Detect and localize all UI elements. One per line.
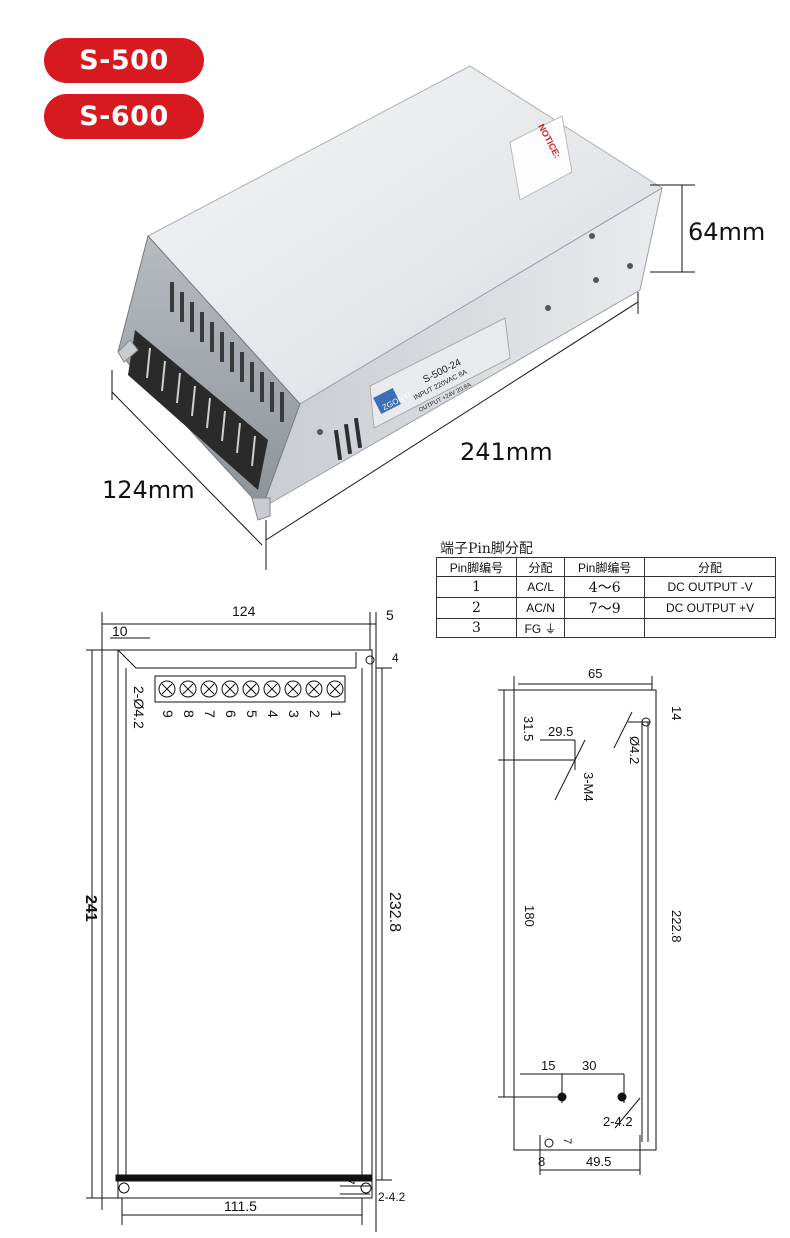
fv-terminal-9: 9 xyxy=(160,710,176,718)
fv-inner-height: 232.8 xyxy=(386,892,403,932)
table-header: Pin脚编号 xyxy=(436,557,517,577)
sv-mid-height: 180 xyxy=(522,905,537,927)
sv-top-right: 14 xyxy=(669,706,684,720)
table-cell: 4〜6 xyxy=(564,576,646,598)
sv-b-small: 7 xyxy=(561,1138,573,1144)
dim-height-label: 64mm xyxy=(688,218,766,246)
fv-terminal-1: 1 xyxy=(328,710,344,718)
table-cell: FG ⏚ xyxy=(515,618,566,638)
table-cell: 1 xyxy=(436,576,517,598)
dim-width-label: 124mm xyxy=(102,476,195,504)
sv-screw: 3-M4 xyxy=(581,772,596,802)
photo-dimension-lines xyxy=(111,184,695,570)
fv-mount-hole: 2-Ø4.2 xyxy=(131,686,147,729)
table-cell xyxy=(564,618,646,638)
sv-b-hole: 2-4.2 xyxy=(603,1114,633,1129)
table-cell: AC/L xyxy=(515,576,566,598)
table-cell: 3 xyxy=(436,618,517,638)
fv-right-offset: 5 xyxy=(386,607,394,623)
table-cell: DC OUTPUT +V xyxy=(644,597,776,619)
sv-total-height: 222.8 xyxy=(669,910,684,943)
dim-length-label: 241mm xyxy=(460,438,553,466)
table-row: 2 AC/N 7〜9 DC OUTPUT +V xyxy=(436,597,776,619)
table-row: 3 FG ⏚ xyxy=(436,618,776,638)
fv-left-offset: 10 xyxy=(112,623,128,639)
notice-sticker: NOTICE: xyxy=(509,115,573,201)
fv-top-width: 124 xyxy=(232,603,256,619)
fv-terminal-2: 2 xyxy=(307,710,323,718)
pin-assignment-table: Pin脚编号 分配 Pin脚编号 分配 1 AC/L 4〜6 DC OUTPUT… xyxy=(436,557,776,638)
front-view-labels: 124 5 10 4 2-Ø4.2 9 8 7 6 5 4 3 2 1 241 … xyxy=(82,603,406,1214)
fv-top-small: 4 xyxy=(392,651,399,665)
side-view-drawing xyxy=(498,676,657,1175)
table-row: 1 AC/L 4〜6 DC OUTPUT -V xyxy=(436,576,776,598)
fv-terminal-3: 3 xyxy=(286,710,302,718)
power-supply-photo: ZGONYI S-500-24 INPUT 220VAC 8A OUTPUT +… xyxy=(117,65,663,521)
fv-terminal-5: 5 xyxy=(244,710,260,718)
sv-b-left: 8 xyxy=(538,1154,545,1169)
sv-hole: Ø4.2 xyxy=(627,736,642,764)
side-view-labels: 65 14 31.5 29.5 3-M4 Ø4.2 180 222.8 15 3… xyxy=(521,666,684,1169)
fv-total-height: 241 xyxy=(82,895,99,922)
fv-terminal-4: 4 xyxy=(265,710,281,718)
fv-terminal-8: 8 xyxy=(181,710,197,718)
table-cell xyxy=(644,618,776,638)
fv-bottom-width: 111.5 xyxy=(224,1198,257,1214)
sv-b2: 30 xyxy=(582,1058,596,1073)
pin-table-title: 端子Pin脚分配 xyxy=(440,541,533,557)
terminal-screws xyxy=(158,680,344,698)
table-header: 分配 xyxy=(515,557,566,577)
fv-terminal-6: 6 xyxy=(223,710,239,718)
badge-s600: S-600 xyxy=(44,94,204,139)
sv-b-width: 49.5 xyxy=(586,1154,611,1169)
sv-b1: 15 xyxy=(541,1058,555,1073)
table-header: 分配 xyxy=(644,557,776,577)
table-cell: DC OUTPUT -V xyxy=(644,576,776,598)
fv-bottom-small: 7 xyxy=(343,1178,357,1185)
front-view-drawing xyxy=(86,612,392,1232)
fv-bottom-hole: 2-4.2 xyxy=(378,1190,406,1204)
table-cell: 7〜9 xyxy=(564,597,646,619)
table-header-row: Pin脚编号 分配 Pin脚编号 分配 xyxy=(436,557,776,577)
badge-s500: S-500 xyxy=(44,38,204,83)
sv-d2: 29.5 xyxy=(548,724,573,739)
sv-d1: 31.5 xyxy=(521,716,536,741)
table-cell: 2 xyxy=(436,597,517,619)
sv-top-width: 65 xyxy=(588,666,602,681)
table-cell: AC/N xyxy=(515,597,566,619)
fv-terminal-7: 7 xyxy=(202,710,218,718)
table-header: Pin脚编号 xyxy=(564,557,646,577)
